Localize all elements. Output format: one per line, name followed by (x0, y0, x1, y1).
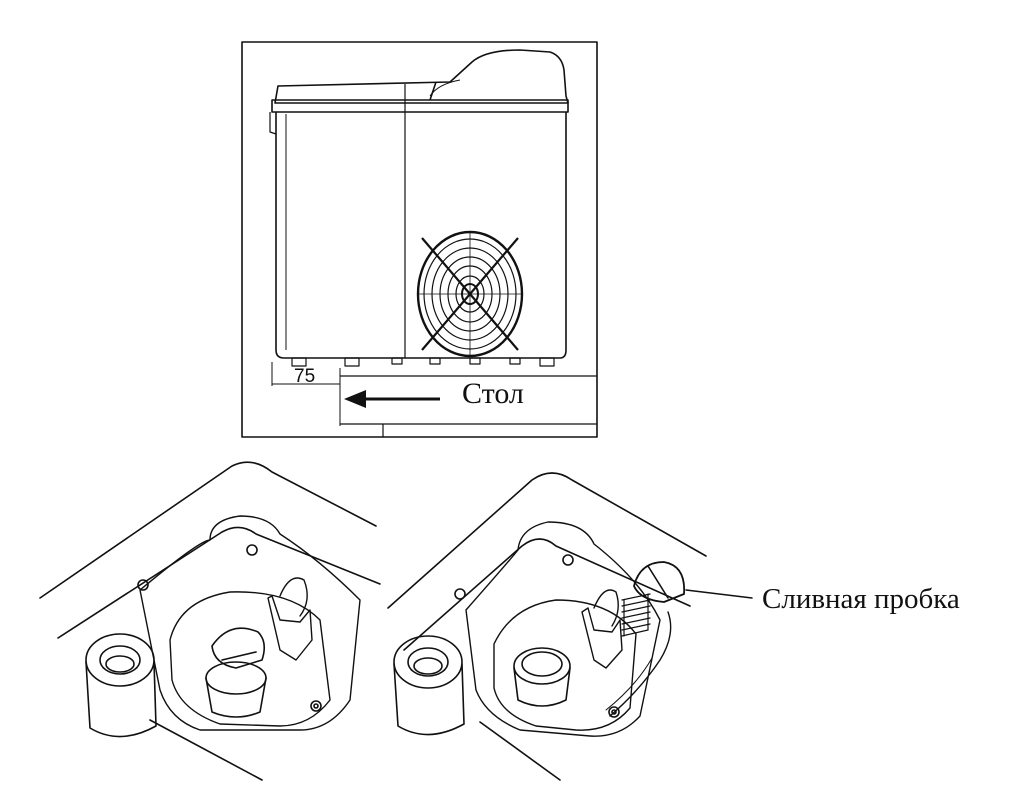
table-outline (340, 375, 597, 437)
drain-plug-label: Сливная пробка (762, 583, 960, 615)
drain-hole (513, 647, 571, 707)
fan-grille-icon (416, 230, 524, 358)
machine-feet (291, 357, 555, 367)
cup-post (393, 635, 465, 736)
arrow-left-icon (344, 390, 440, 408)
drain-plug-inserted (205, 627, 267, 718)
plug-leader-line (685, 589, 753, 599)
cup-post (85, 633, 157, 738)
lid-rim (271, 99, 569, 113)
machine-lid (274, 49, 569, 104)
side-view-panel (241, 41, 598, 438)
drain-open-view (387, 472, 753, 781)
plug-thread (621, 593, 651, 637)
dimension-label: 75 (294, 366, 315, 387)
machine-body (275, 112, 567, 359)
side-view-frame (241, 41, 598, 438)
dimension-marker (271, 362, 341, 426)
plug-chain (609, 611, 672, 717)
drain-plug-removed (621, 561, 686, 637)
drain-closed-view (39, 461, 381, 781)
table-label: Стол (462, 377, 524, 410)
